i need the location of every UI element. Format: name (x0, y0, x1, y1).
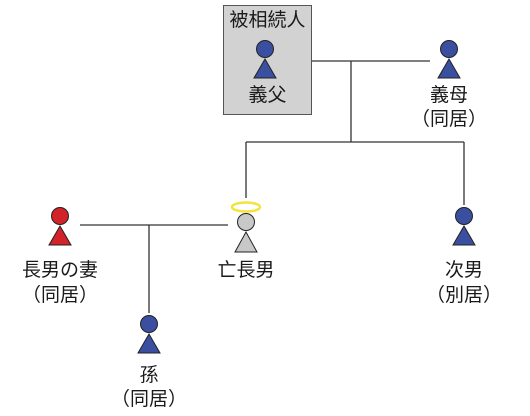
father-in-law-name: 義父 (248, 84, 287, 106)
person-icon-mother-in-law (437, 40, 461, 79)
grandchild-name: 孫 (139, 364, 159, 386)
mother-in-law-name: 義母 (429, 84, 468, 106)
eldest-son-wife-name: 長男の妻 (21, 259, 98, 281)
deceased-person-box (223, 5, 312, 115)
second-son-status: （別居） (425, 284, 502, 306)
halo-icon (230, 201, 262, 213)
deceased-box-title: 被相続人 (229, 9, 306, 31)
person-icon-eldest-son-wife (48, 207, 72, 246)
eldest-son-wife-status: （同居） (21, 284, 98, 306)
person-icon-second-son (452, 207, 476, 246)
person-icon-grandchild (137, 315, 161, 354)
deceased-eldest-son-name: 亡長男 (217, 259, 275, 281)
second-son-name: 次男 (444, 259, 483, 281)
person-icon-deceased-eldest-son (230, 201, 262, 253)
mother-in-law-status: （同居） (410, 108, 487, 130)
person-icon-father-in-law (253, 40, 277, 79)
grandchild-status: （同居） (110, 388, 187, 410)
